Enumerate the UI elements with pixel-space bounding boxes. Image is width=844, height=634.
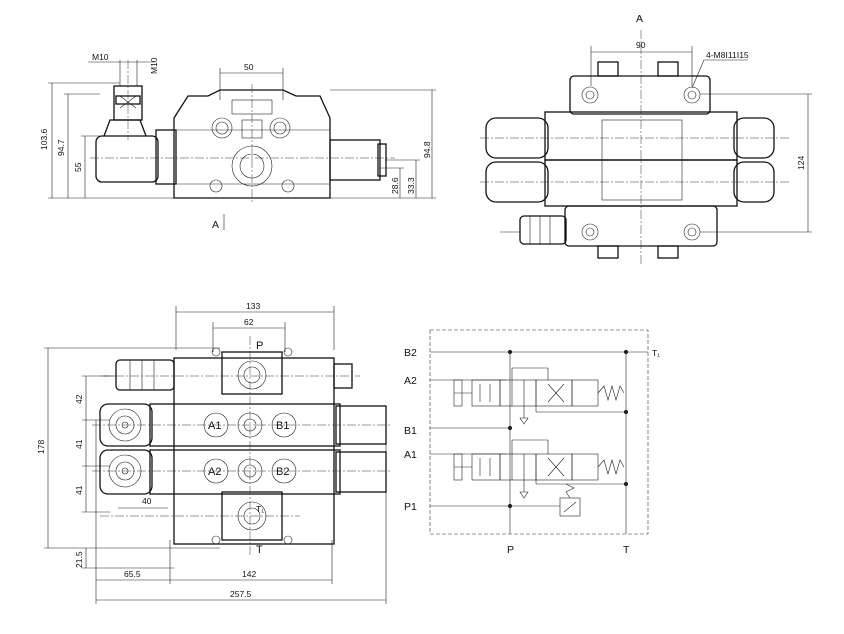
dim-55: 55 [73, 162, 83, 172]
dim-21-5: 21.5 [74, 551, 84, 568]
dim-124: 124 [796, 156, 806, 170]
schematic-t1-label: T₁ [652, 348, 660, 358]
hydraulic-schematic: B2 A2 B1 A1 P1 P T T₁ [404, 329, 660, 556]
dim-mounting-holes: 4-M8Ⅰ11Ⅰ15 [706, 50, 749, 60]
port-b2-label: B2 [276, 466, 289, 478]
port-t1-label: T₁ [256, 504, 264, 514]
schematic-b1-label: B1 [404, 425, 417, 437]
dim-142: 142 [242, 569, 256, 579]
schematic-b2-label: B2 [404, 347, 417, 359]
end-view: A 90 [480, 13, 812, 265]
schematic-p-label: P [507, 544, 514, 556]
dim-50: 50 [244, 62, 254, 72]
dim-m10-vertical: M10 [149, 57, 159, 74]
dim-178: 178 [36, 440, 46, 454]
top-view: 133 62 178 42 41 41 40 21.5 65.5 142 257… [36, 301, 392, 604]
port-a2-label: A2 [208, 466, 221, 478]
side-view: M10 M10 50 103.6 94.7 55 94.8 28.6 33.3 … [39, 52, 436, 231]
dim-94-7: 94.7 [56, 139, 66, 156]
schematic-a2-label: A2 [404, 375, 417, 387]
schematic-a1-label: A1 [404, 449, 417, 461]
dim-94-8: 94.8 [422, 141, 432, 158]
dim-28-6: 28.6 [390, 177, 400, 194]
dim-133: 133 [246, 301, 260, 311]
dim-62: 62 [244, 317, 254, 327]
end-view-title: A [636, 13, 643, 25]
dim-41-upper: 41 [74, 439, 84, 449]
dim-90: 90 [636, 40, 646, 50]
dim-42: 42 [74, 394, 84, 404]
dim-m10-horizontal: M10 [92, 52, 109, 62]
dim-65-5: 65.5 [124, 569, 141, 579]
port-p-label: P [256, 340, 263, 352]
schematic-p1-label: P1 [404, 501, 417, 513]
dim-40: 40 [142, 496, 152, 506]
dim-103-6: 103.6 [39, 128, 49, 150]
port-b1-label: B1 [276, 420, 289, 432]
section-label-a: A [212, 219, 219, 231]
dim-41-lower: 41 [74, 485, 84, 495]
port-t-label: T [256, 544, 263, 556]
port-a1-label: A1 [208, 420, 221, 432]
dim-33-3: 33.3 [406, 177, 416, 194]
dim-257-5: 257.5 [230, 589, 252, 599]
schematic-t-label: T [623, 544, 630, 556]
